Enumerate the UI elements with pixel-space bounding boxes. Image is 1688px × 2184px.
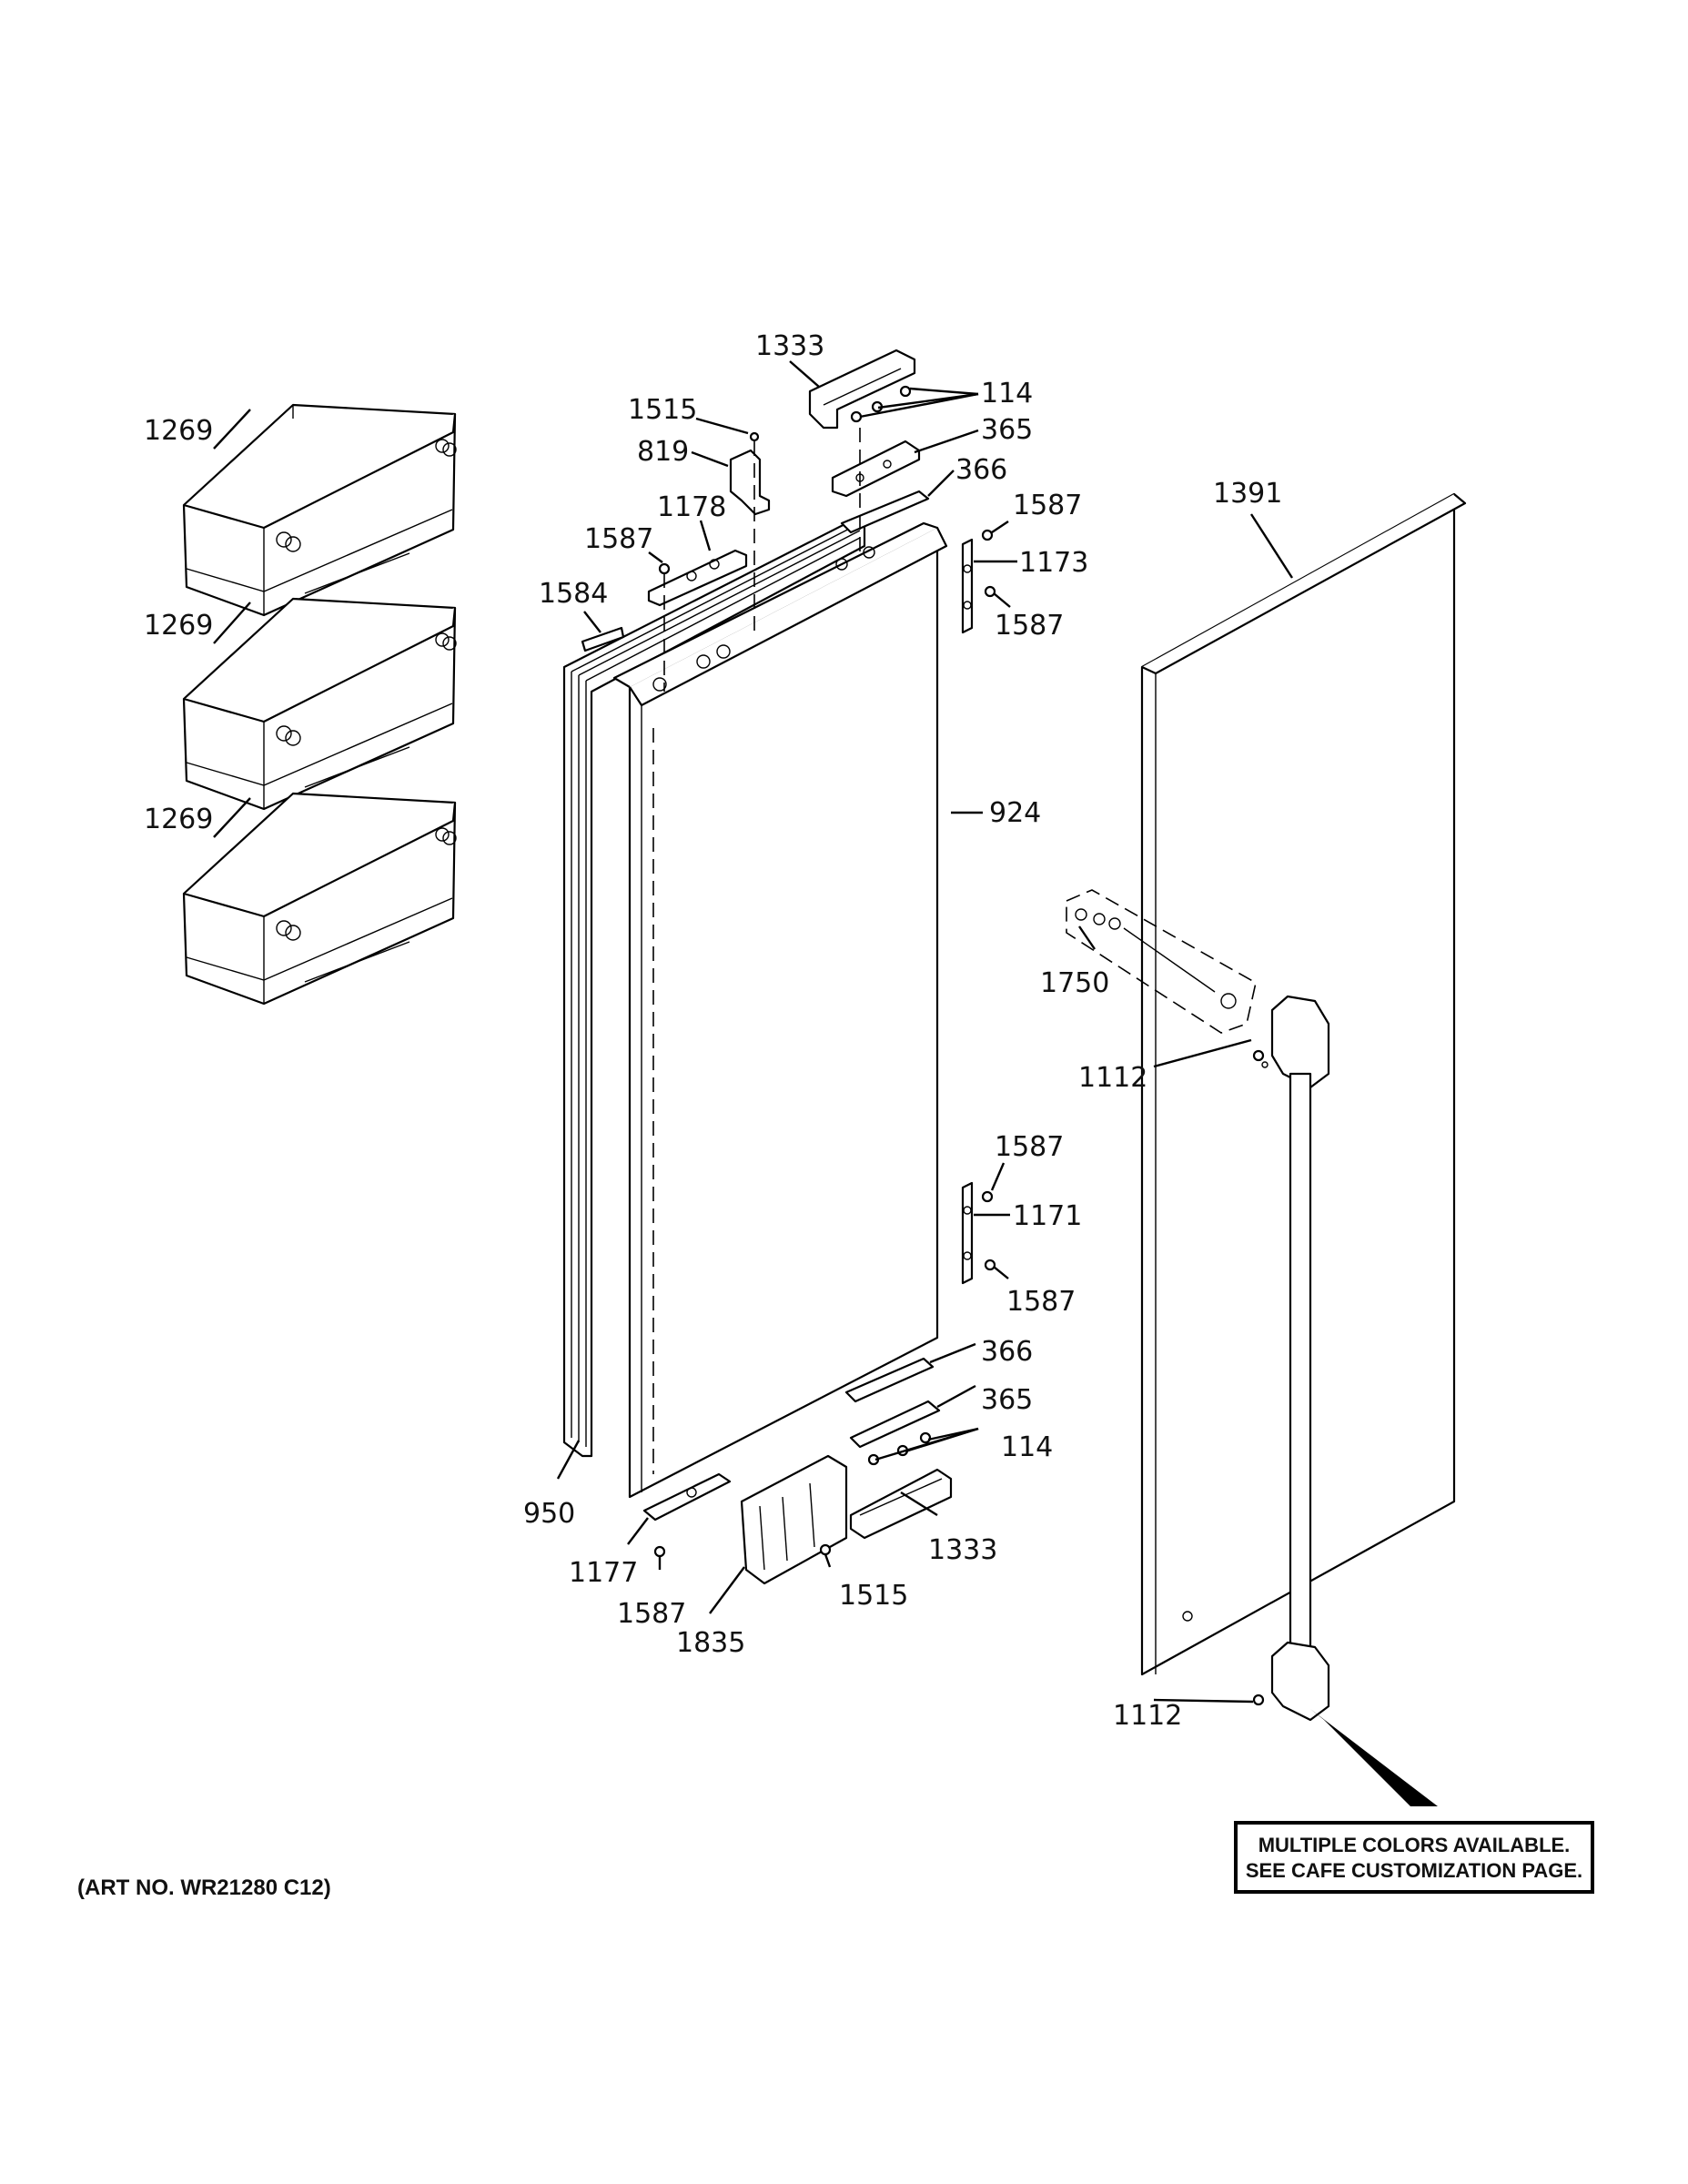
label-1391: 1391 <box>1213 478 1282 510</box>
label-365-bot: 365 <box>981 1384 1033 1416</box>
door-bin-2 <box>182 597 457 811</box>
label-114-bot: 114 <box>1001 1431 1053 1463</box>
top-hinge-1333 <box>808 349 916 430</box>
top-hinge-plate-365 <box>831 440 921 498</box>
label-1112-b: 1112 <box>1113 1700 1182 1732</box>
shim-1584 <box>581 626 625 652</box>
note-line-2: SEE CAFE CUSTOMIZATION PAGE. <box>1246 1859 1582 1882</box>
bottom-hinge-plate-365 <box>849 1400 941 1449</box>
label-1835: 1835 <box>676 1627 745 1659</box>
label-1333-top: 1333 <box>755 330 824 362</box>
label-1515-bot: 1515 <box>839 1580 908 1612</box>
label-1171: 1171 <box>1013 1200 1082 1232</box>
label-1269-b: 1269 <box>144 610 213 642</box>
door-panel <box>612 521 948 1499</box>
label-1112-a: 1112 <box>1078 1062 1147 1094</box>
label-365-top: 365 <box>981 414 1033 446</box>
label-1750: 1750 <box>1040 967 1109 999</box>
label-1333-bot: 1333 <box>928 1534 997 1566</box>
hinge-plate-1178 <box>647 549 748 607</box>
label-1515-top: 1515 <box>628 394 697 426</box>
hinge-plate-1177 <box>642 1472 732 1522</box>
screws-top <box>658 385 996 598</box>
hinge-1171 <box>961 1181 974 1285</box>
label-1587-b: 1587 <box>584 523 653 555</box>
label-114-top: 114 <box>981 378 1033 410</box>
bottom-hinge-1333 <box>849 1468 953 1540</box>
bracket-1835 <box>740 1454 848 1585</box>
label-924: 924 <box>989 797 1041 829</box>
label-1584: 1584 <box>539 578 608 610</box>
part-labels: 1333 114 1515 365 819 366 1269 1391 1178… <box>144 330 1282 1732</box>
art-number: (ART NO. WR21280 C12) <box>77 1876 331 1900</box>
handle-mount-kit <box>1066 889 1257 1034</box>
label-1587-e: 1587 <box>1006 1286 1076 1318</box>
color-note-box: MULTIPLE COLORS AVAILABLE. SEE CAFE CUST… <box>1234 1821 1594 1894</box>
label-1587-a: 1587 <box>1013 490 1082 521</box>
door-bin-3 <box>182 792 457 1006</box>
top-shim-366 <box>840 490 930 534</box>
note-pointer <box>1310 1709 1438 1806</box>
label-1587-d: 1587 <box>995 1131 1064 1163</box>
leader-lines <box>213 360 1294 1704</box>
alignment-lines-top <box>663 428 861 692</box>
door-handle <box>1252 995 1330 1722</box>
note-line-1: MULTIPLE COLORS AVAILABLE. <box>1258 1834 1571 1856</box>
label-950: 950 <box>523 1498 575 1530</box>
label-1587-f: 1587 <box>617 1598 686 1630</box>
door-bin-1 <box>182 403 457 617</box>
hinge-1173 <box>961 538 974 634</box>
label-819: 819 <box>637 436 689 468</box>
label-1587-c: 1587 <box>995 610 1064 642</box>
bottom-shim-366 <box>844 1357 935 1403</box>
label-1177: 1177 <box>569 1557 638 1589</box>
label-1173: 1173 <box>1019 547 1088 579</box>
label-1178: 1178 <box>657 491 726 523</box>
label-366-top: 366 <box>955 454 1007 486</box>
label-1269-a: 1269 <box>144 415 213 447</box>
label-1269-c: 1269 <box>144 804 213 835</box>
hinge-bracket-819 <box>729 449 771 516</box>
label-366-bot: 366 <box>981 1336 1033 1368</box>
